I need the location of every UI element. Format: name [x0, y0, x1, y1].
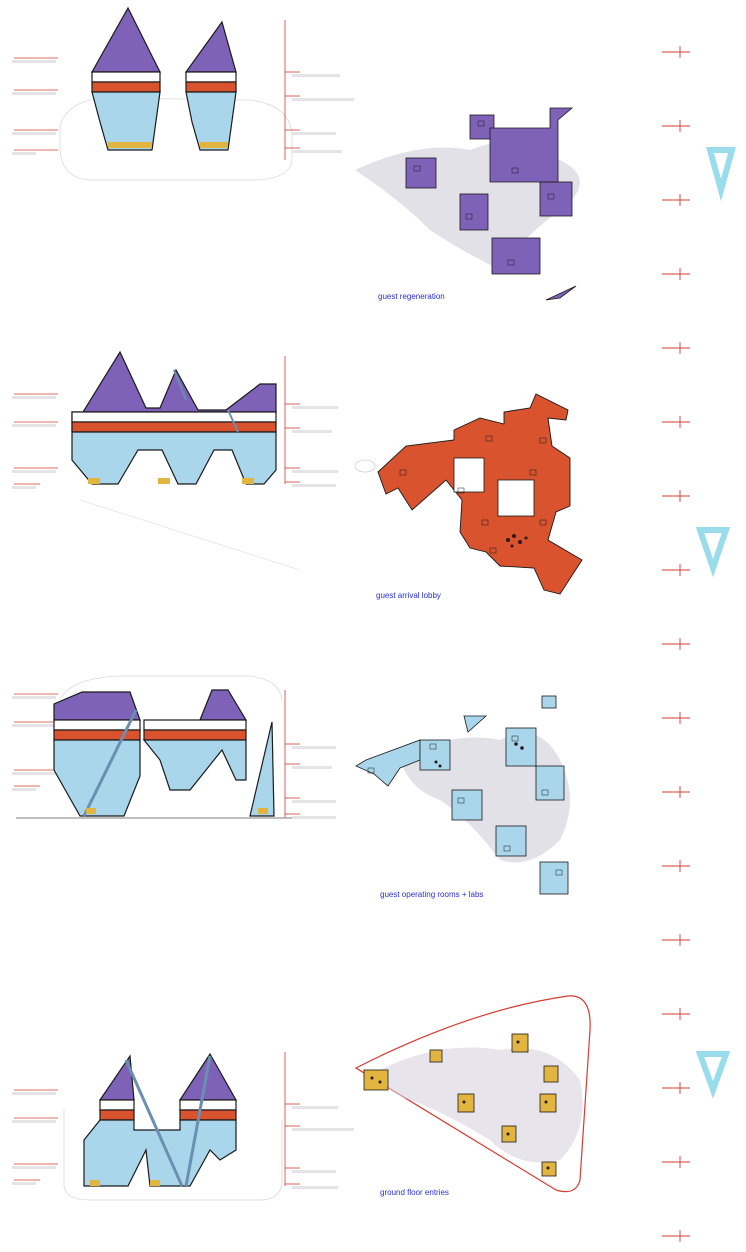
level-marker — [662, 712, 690, 724]
section-mass-ground — [83, 1052, 238, 1187]
section-mass-1 — [90, 6, 161, 151]
figures — [506, 534, 528, 548]
section-regeneration — [12, 6, 580, 301]
caption-lobby: guest arrival lobby — [376, 591, 441, 600]
plan-regeneration — [355, 107, 580, 301]
level-marker — [662, 638, 690, 650]
level-marker — [662, 786, 690, 798]
level-marker — [662, 934, 690, 946]
level-marker — [662, 1156, 690, 1168]
section-mass-2 — [184, 20, 237, 151]
cyan-detail-middle — [695, 527, 731, 578]
level-markers-left — [14, 57, 58, 151]
plan-ground — [354, 995, 591, 1193]
level-marker — [662, 416, 690, 428]
section-ground — [12, 995, 591, 1201]
section-operating — [12, 675, 570, 895]
plan-lobby — [354, 393, 583, 595]
caption-operating: guest operating rooms + labs — [380, 890, 484, 899]
level-marker — [662, 860, 690, 872]
plan-operating — [355, 695, 570, 895]
level-marker — [662, 564, 690, 576]
level-marker — [662, 120, 690, 132]
level-marker — [662, 1008, 690, 1020]
level-marker — [662, 342, 690, 354]
section-mass-or — [53, 689, 275, 817]
cyan-detail-top — [706, 147, 736, 202]
level-marker — [662, 490, 690, 502]
level-marker-column — [662, 46, 690, 1242]
level-marker — [662, 1230, 690, 1242]
level-marker — [662, 194, 690, 206]
level-marker — [662, 46, 690, 58]
level-marker — [662, 1082, 690, 1094]
caption-ground: ground floor entries — [380, 1188, 449, 1197]
site-boundary — [354, 995, 591, 1193]
level-marker — [662, 268, 690, 280]
section-mass-lobby — [71, 350, 277, 485]
level-ticks-right — [284, 20, 300, 160]
caption-regeneration: guest regeneration — [378, 292, 445, 301]
cyan-detail-bottom — [695, 1051, 731, 1099]
section-lobby — [12, 350, 583, 595]
